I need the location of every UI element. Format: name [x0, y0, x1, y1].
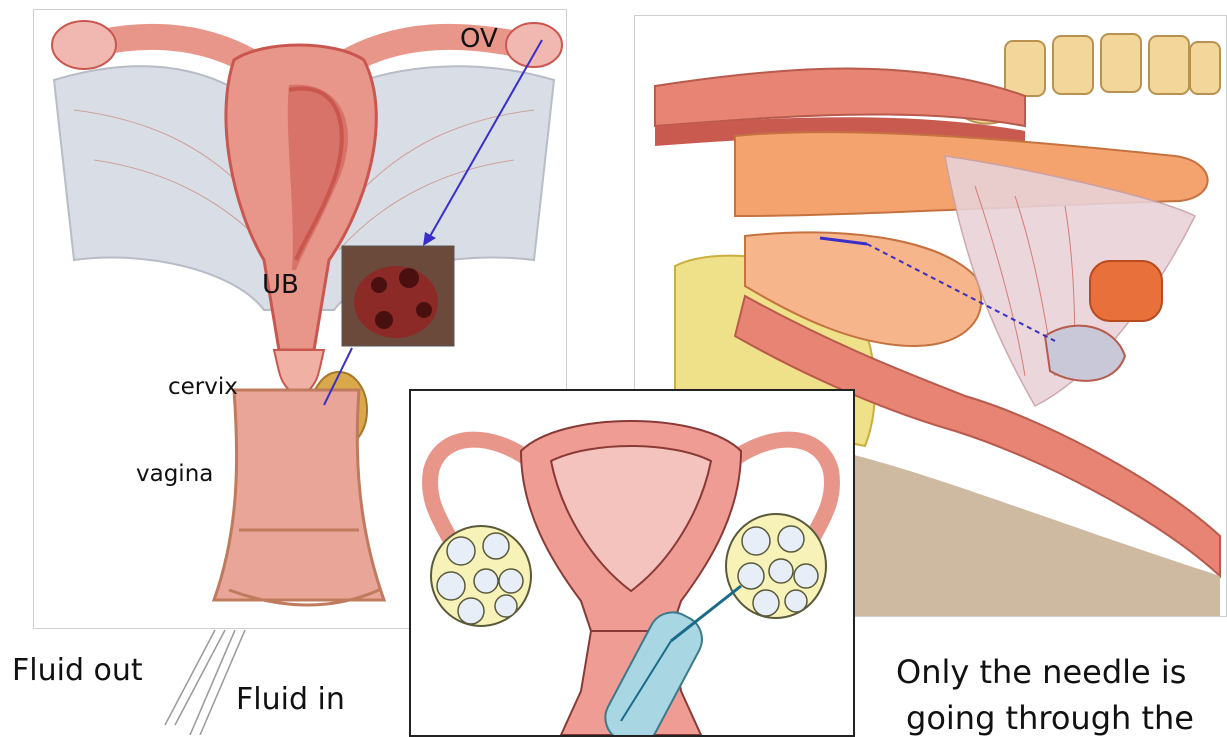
cervix-label: cervix — [168, 376, 238, 399]
bowel-loop — [1090, 261, 1162, 321]
vagina — [214, 390, 384, 600]
left-ovary — [52, 21, 116, 69]
fluid-tubing — [160, 625, 260, 735]
center-schematic-panel — [409, 389, 855, 737]
needle-note-line1: Only the needle is — [896, 656, 1186, 688]
ub-label: UB — [262, 272, 299, 298]
cervix — [274, 350, 324, 390]
ov-label: OV — [460, 26, 498, 52]
right-ovary — [506, 23, 562, 67]
ovarian-puncture-schematic — [411, 391, 853, 735]
needle-note-line2: going through the — [906, 702, 1194, 734]
fluid-in-caption: Fluid in — [236, 685, 345, 715]
vagina-label: vagina — [136, 463, 213, 486]
fluid-out-caption: Fluid out — [12, 656, 143, 686]
